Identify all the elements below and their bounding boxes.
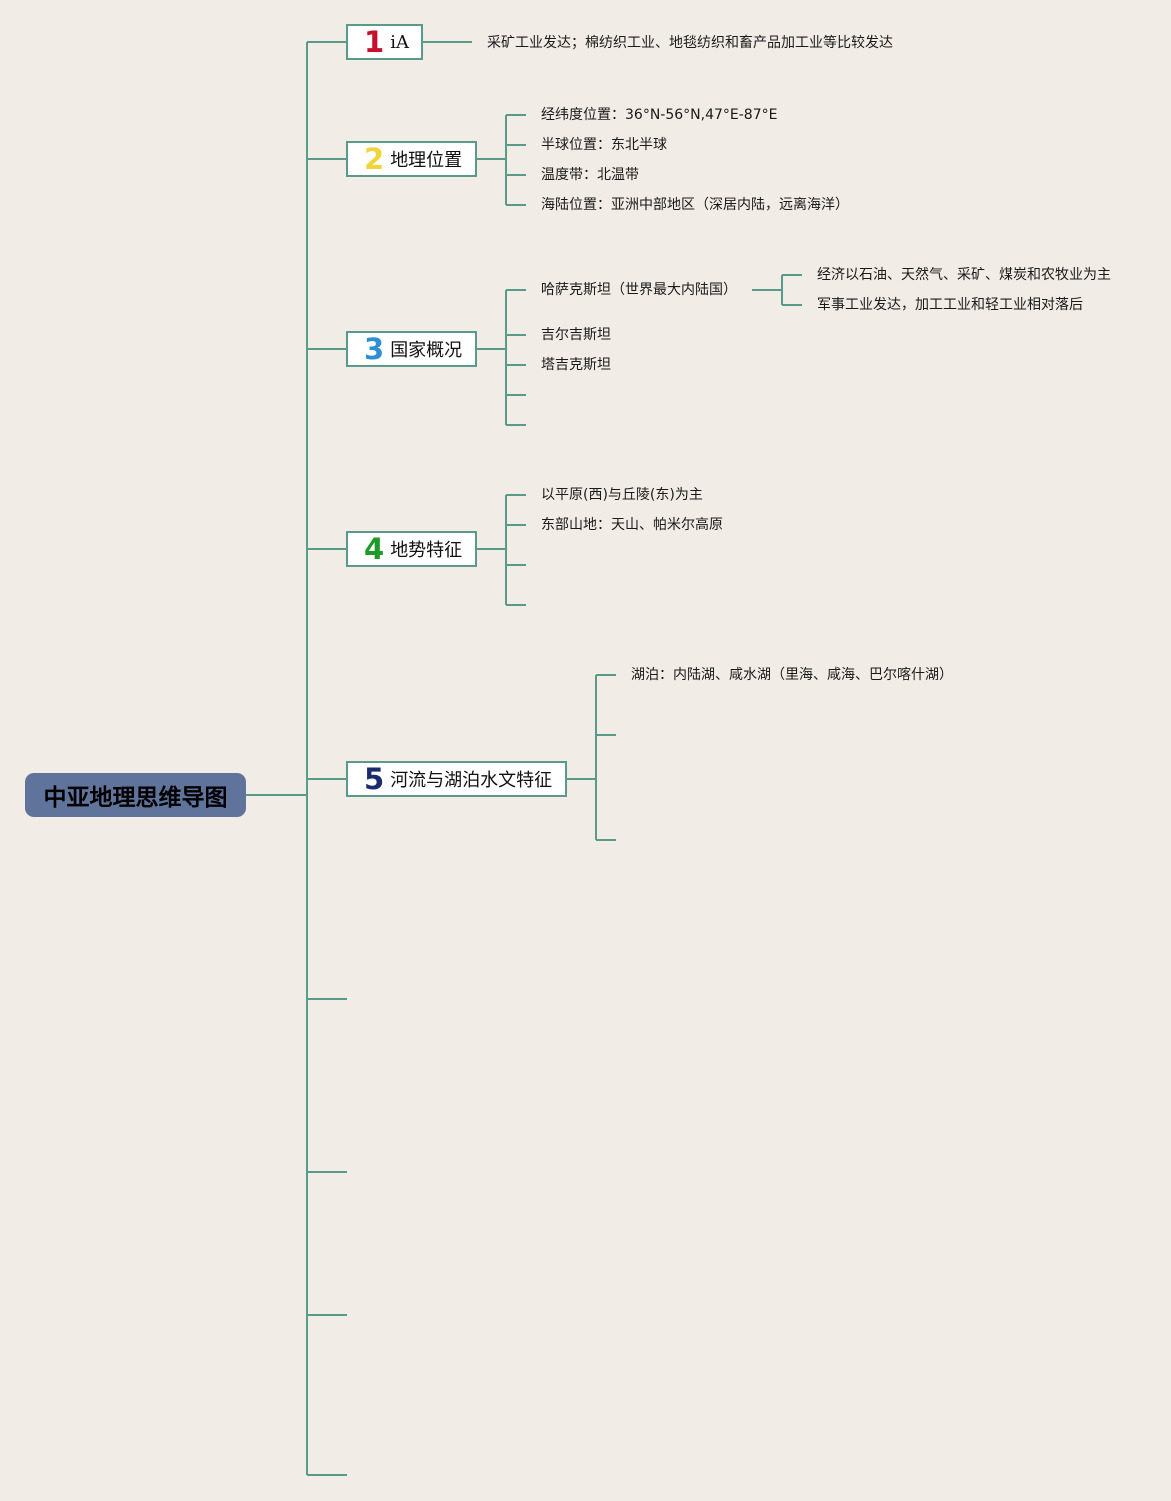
- branch-3-sub-item-1[interactable]: 经济以石油、天然气、采矿、煤炭和农牧业为主: [817, 267, 1111, 283]
- branch-3-number: 3: [364, 331, 385, 366]
- branch-3-sub-item-2[interactable]: 军事工业发达，加工工业和轻工业相对落后: [817, 297, 1083, 313]
- branch-4[interactable]: 4 地势特征: [346, 531, 477, 567]
- root-topic[interactable]: 中亚地理思维导图: [25, 773, 246, 817]
- branch-3[interactable]: 3 国家概况: [346, 331, 477, 367]
- branch-5-item-1[interactable]: 湖泊：内陆湖、咸水湖（里海、咸海、巴尔喀什湖）: [631, 667, 953, 683]
- branch-1-item-1[interactable]: 采矿工业发达；棉纺织工业、地毯纺织和畜产品加工业等比较发达: [487, 35, 893, 51]
- branch-4-label: 地势特征: [390, 540, 463, 561]
- branch-3-label: 国家概况: [390, 340, 463, 361]
- branch-5-label: 河流与湖泊水文特征: [390, 770, 553, 791]
- branch-1-label: iA: [390, 31, 409, 53]
- branch-4-item-1[interactable]: 以平原(西)与丘陵(东)为主: [541, 487, 703, 503]
- branch-2-number: 2: [364, 141, 385, 176]
- branch-2-label: 地理位置: [390, 150, 463, 171]
- branch-5-number: 5: [364, 761, 385, 796]
- branch-2[interactable]: 2 地理位置: [346, 141, 477, 177]
- branch-2-item-2[interactable]: 半球位置：东北半球: [541, 137, 667, 153]
- branch-3-item-2[interactable]: 吉尔吉斯坦: [541, 327, 611, 343]
- branch-2-item-1[interactable]: 经纬度位置：36°N-56°N,47°E-87°E: [541, 107, 778, 123]
- branch-1[interactable]: 1 iA: [346, 24, 423, 60]
- branch-2-item-3[interactable]: 温度带：北温带: [541, 167, 639, 183]
- branch-3-item-3[interactable]: 塔吉克斯坦: [541, 357, 611, 373]
- branch-2-item-4[interactable]: 海陆位置：亚洲中部地区（深居内陆，远离海洋）: [541, 197, 849, 213]
- root-topic-label: 中亚地理思维导图: [43, 785, 228, 811]
- branch-1-number: 1: [364, 24, 385, 59]
- branch-3-item-1[interactable]: 哈萨克斯坦（世界最大内陆国）: [541, 282, 737, 298]
- branch-4-item-2[interactable]: 东部山地：天山、帕米尔高原: [541, 517, 723, 533]
- branch-5[interactable]: 5 河流与湖泊水文特征: [346, 761, 567, 797]
- branch-4-number: 4: [364, 531, 385, 566]
